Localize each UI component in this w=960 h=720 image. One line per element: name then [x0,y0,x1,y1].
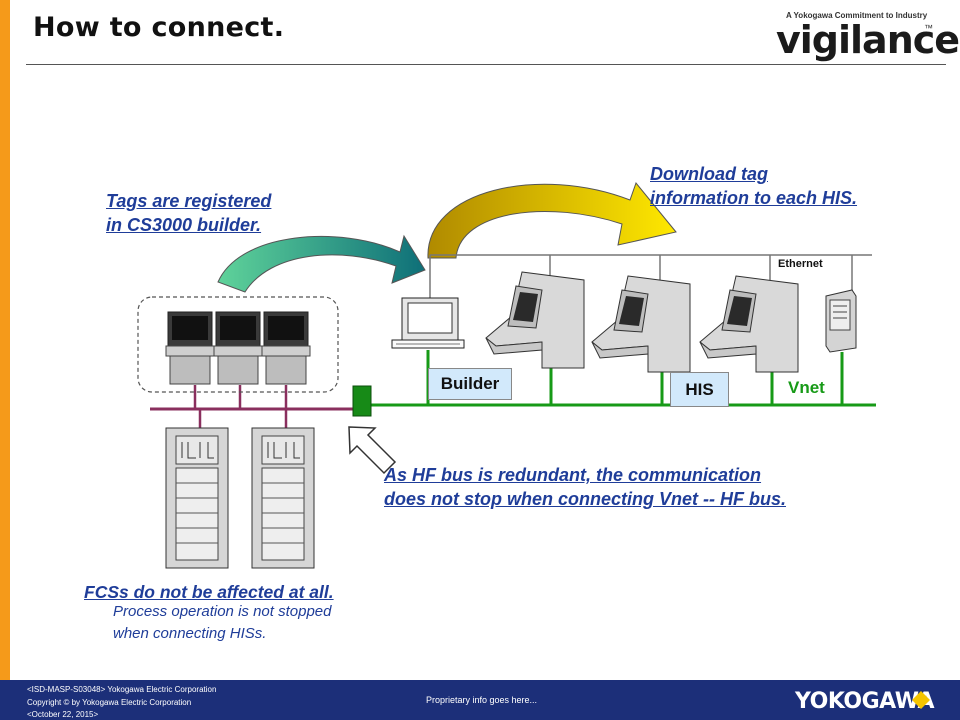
title-divider [26,64,946,65]
bus-converter [352,385,372,417]
footer-proprietary: Proprietary info goes here... [426,695,538,705]
callout-line: information to each HIS. [650,188,858,208]
hf-bus-drops [193,385,288,428]
network-diagram [137,181,876,569]
yokogawa-diamond-icon [912,691,930,709]
server-tower-icon [825,289,857,353]
register-arrow [217,234,426,293]
process-note: Process operation is not stopped when co… [113,601,331,645]
vnet-label: Vnet [788,378,825,397]
slide-title: How to connect. [33,12,285,43]
fcs-cabinet-1 [165,427,229,569]
ethernet-label: Ethernet [778,258,823,270]
footer-bar [0,680,960,720]
builder-label: Builder [428,368,512,400]
yokogawa-logo: YOKOGAWA [795,689,935,714]
footer-document-id: <ISD-MASP-S03048> Yokogawa Electric Corp… [27,685,217,694]
callout-hf-bus: As HF bus is redundant, the communicatio… [384,463,786,511]
callout-tags-registered: Tags are registered in CS3000 builder. [106,189,271,237]
callout-line: Download tag [650,164,768,184]
note-line: Process operation is not stopped [113,603,332,620]
his-label: HIS [670,372,729,407]
callout-line: in CS3000 builder. [106,215,262,235]
callout-line: Tags are registered [106,191,272,211]
logo-wordmark: vigilance. [776,18,960,62]
accent-bar [0,0,10,720]
download-arrow [427,181,677,259]
logo-tagline: A Yokogawa Commitment to Industry [786,11,928,20]
hf-operator-consoles [165,311,311,385]
logo-trademark: ™ [924,23,933,33]
callout-line: does not stop when connecting Vnet -- HF… [384,489,786,509]
his-console-2 [591,275,691,373]
footer-date: <October 22, 2015> [27,710,99,719]
note-line: when connecting HISs. [113,625,267,642]
callout-line: As HF bus is redundant, the communicatio… [384,465,762,485]
hf-operator-group [137,296,339,393]
his-console-3 [699,275,799,373]
connection-pointer-arrow [348,426,397,475]
callout-download: Download tag information to each HIS. [650,162,857,210]
his-console-1 [485,271,585,369]
fcs-cabinet-2 [251,427,315,569]
builder-pc-icon [391,297,465,349]
footer-copyright: Copyright © by Yokogawa Electric Corpora… [27,698,192,707]
callout-fcs: FCSs do not be affected at all. [84,582,334,602]
